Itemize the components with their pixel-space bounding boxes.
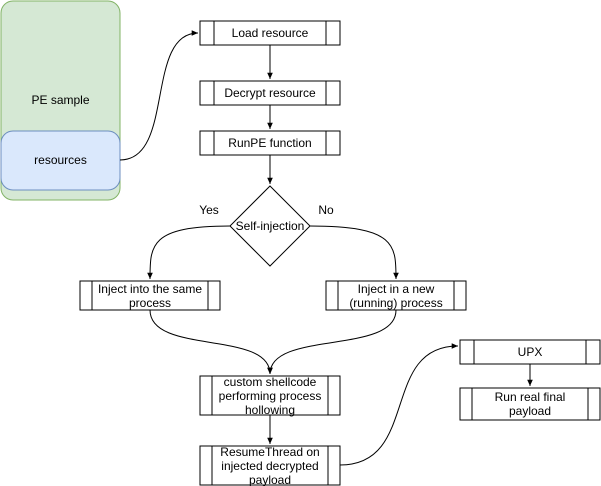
- edge-same-to-shellcode: [149, 309, 273, 375]
- resume-thread-box: [199, 445, 341, 486]
- upx-box: [459, 339, 601, 365]
- load-resource-label: Load resource: [231, 26, 309, 40]
- yes-label: Yes: [199, 203, 219, 217]
- shellcode-label: custom shellcode performing process holl…: [218, 374, 322, 417]
- decrypt-resource-label: Decrypt resource: [224, 86, 316, 100]
- self-injection-label: Self-injection: [235, 219, 305, 233]
- upx-label: UPX: [517, 345, 543, 359]
- inject-same-box: [79, 280, 221, 311]
- self-injection-diamond: [229, 185, 311, 267]
- inject-new-box: [325, 280, 467, 311]
- edge-resources-to-load: [119, 30, 199, 161]
- edge-decision-yes: [147, 225, 231, 280]
- resources-label: resources: [34, 153, 87, 167]
- final-payload-label: Run real final payload: [494, 390, 566, 418]
- runpe-function-label: RunPE function: [228, 136, 312, 150]
- shellcode-box: [199, 375, 341, 416]
- inject-new-label: Inject in a new (running) process: [349, 281, 443, 310]
- no-label: No: [318, 203, 334, 217]
- edge-new-to-shellcode: [267, 309, 397, 375]
- edge-decision-no: [309, 225, 399, 280]
- inject-same-label: Inject into the same process: [97, 281, 203, 310]
- pe-sample-label: PE sample: [31, 93, 90, 107]
- resume-thread-label: ResumeThread on injected decrypted paylo…: [220, 444, 320, 486]
- final-payload-box: [459, 387, 601, 421]
- edge-resume-to-upx: [339, 343, 459, 466]
